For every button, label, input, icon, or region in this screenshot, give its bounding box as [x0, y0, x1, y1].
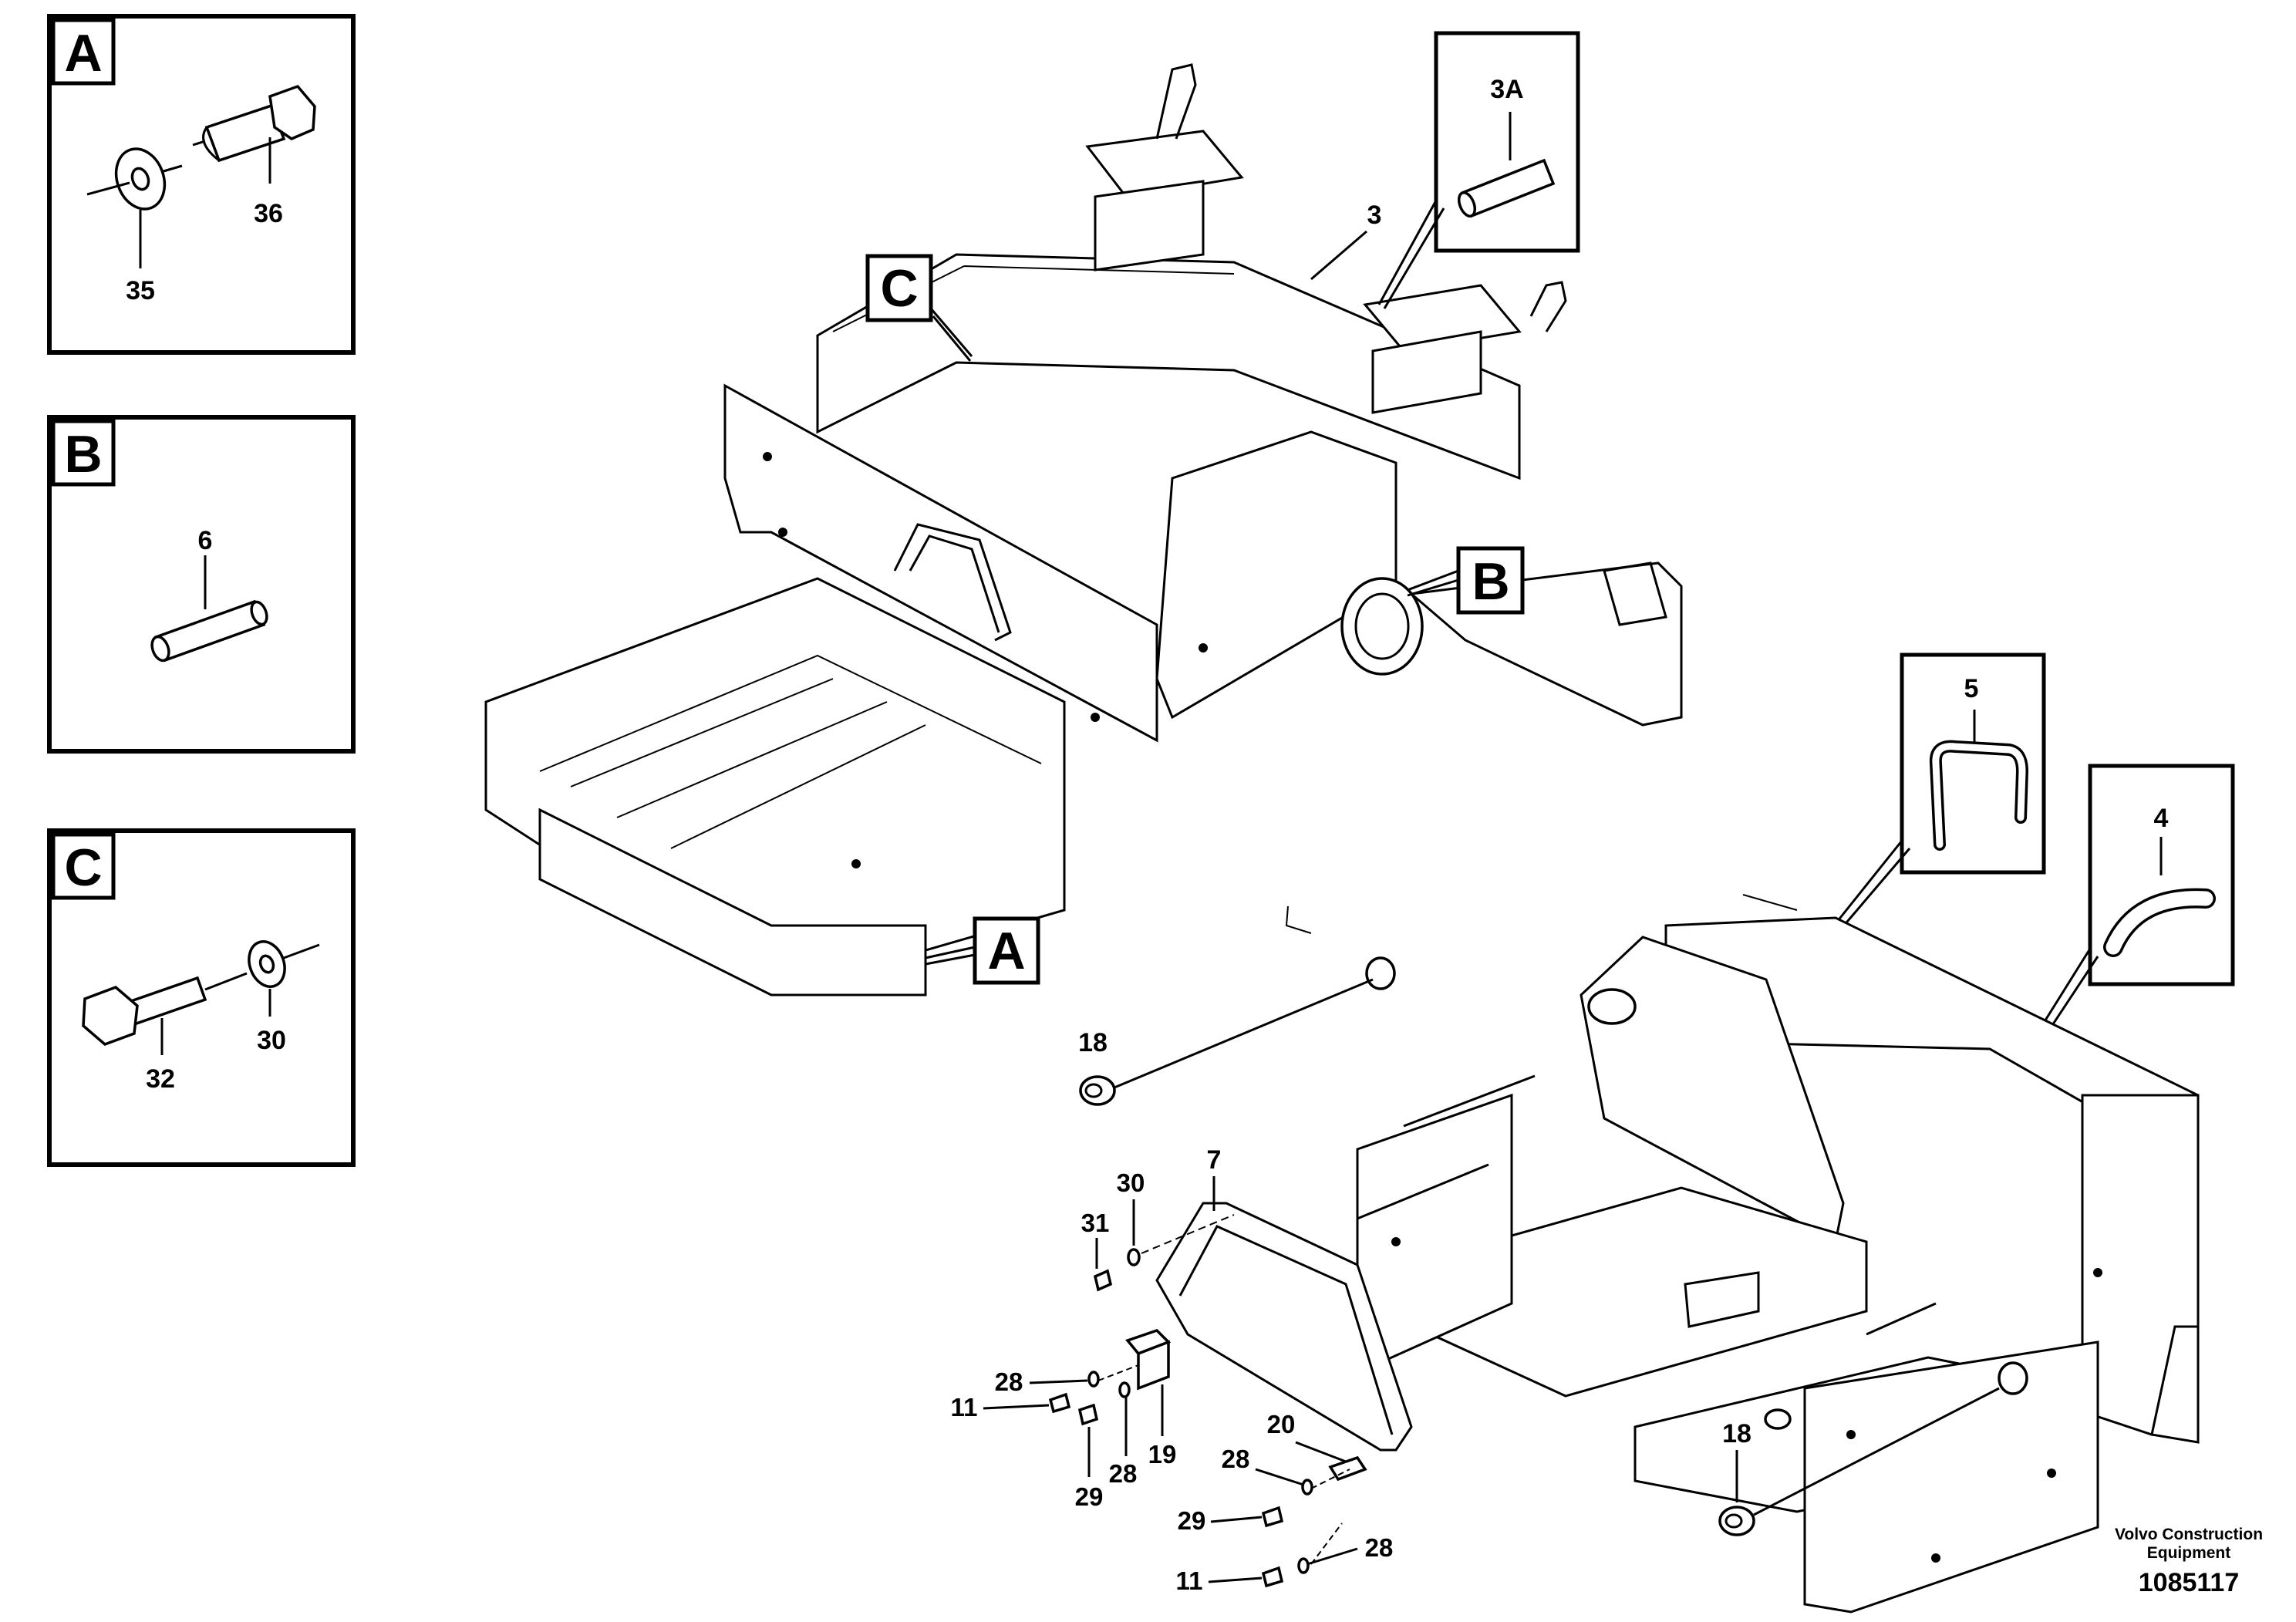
- detail-box-4: 4: [2031, 764, 2235, 1046]
- part-label-36: 36: [254, 199, 283, 228]
- detail-label-3a: 3A: [1490, 75, 1523, 104]
- part-label-29-b: 29: [1178, 1506, 1206, 1535]
- inset-c-letter: C: [64, 838, 102, 897]
- part-label-28-a: 28: [995, 1367, 1023, 1396]
- part-label-18-upper: 18: [1078, 1028, 1108, 1057]
- part-label-19: 19: [1148, 1440, 1177, 1469]
- figure-id: 1085117: [2139, 1568, 2240, 1597]
- bushing-18-lower: [1718, 1387, 2000, 1536]
- part-label-32: 32: [146, 1064, 175, 1094]
- inset-c: C 32 30: [47, 828, 356, 1167]
- inset-a-letter: A: [64, 24, 102, 83]
- inset-b: B 6: [47, 415, 356, 754]
- bolt-icon: [192, 84, 316, 163]
- callout-a: A: [925, 916, 1040, 985]
- part-label-18-lower: 18: [1722, 1419, 1752, 1448]
- part-label-7: 7: [1207, 1145, 1222, 1175]
- callout-b-letter: B: [1472, 552, 1509, 611]
- callout-c: C: [865, 254, 973, 362]
- washer-icon: [248, 940, 320, 988]
- bolt-icon: [82, 972, 248, 1046]
- part-label-30: 30: [257, 1026, 286, 1055]
- part-label-29-a: 29: [1075, 1482, 1104, 1511]
- bracket-20: [1261, 1455, 1367, 1588]
- detail-box-3a: 3A: [1377, 31, 1580, 309]
- detail-box-5: 5: [1826, 653, 2046, 938]
- company-name-line1: Volvo Construction: [2115, 1526, 2263, 1543]
- part-label-11-b: 11: [1176, 1566, 1203, 1595]
- inset-a: A 36 35: [47, 14, 356, 355]
- callout-b: B: [1407, 546, 1525, 615]
- footer: Volvo Construction Equipment 1085117: [2115, 1526, 2263, 1597]
- part-label-35: 35: [126, 276, 155, 305]
- part-label-30-a: 30: [1117, 1168, 1145, 1197]
- company-name-line2: Equipment: [2147, 1544, 2231, 1562]
- callout-c-letter: C: [880, 259, 918, 318]
- bushing-18-upper: [1079, 978, 1374, 1106]
- part-label-11-a: 11: [951, 1393, 978, 1421]
- pin-icon: [150, 599, 268, 663]
- pin-icon: [1457, 158, 1556, 218]
- callout-a-letter: A: [987, 922, 1025, 980]
- part-label-28-b: 28: [1109, 1459, 1138, 1488]
- bolt-31-washer-30: [1093, 1214, 1235, 1292]
- part-label-3: 3: [1367, 201, 1382, 230]
- part-label-20: 20: [1267, 1410, 1296, 1438]
- inset-b-letter: B: [64, 425, 102, 484]
- lower-drawer-assembly: [1155, 894, 2200, 1614]
- part-label-31: 31: [1081, 1209, 1110, 1237]
- part-label-28-d: 28: [1365, 1533, 1394, 1562]
- washer-icon: [86, 147, 183, 211]
- bracket-19: [1048, 1328, 1172, 1426]
- detail-label-4: 4: [2154, 804, 2169, 833]
- upper-frame-assembly: [484, 63, 1683, 996]
- part-label-6: 6: [198, 526, 213, 555]
- detail-label-5: 5: [1964, 674, 1979, 703]
- part-label-28-c: 28: [1222, 1445, 1250, 1473]
